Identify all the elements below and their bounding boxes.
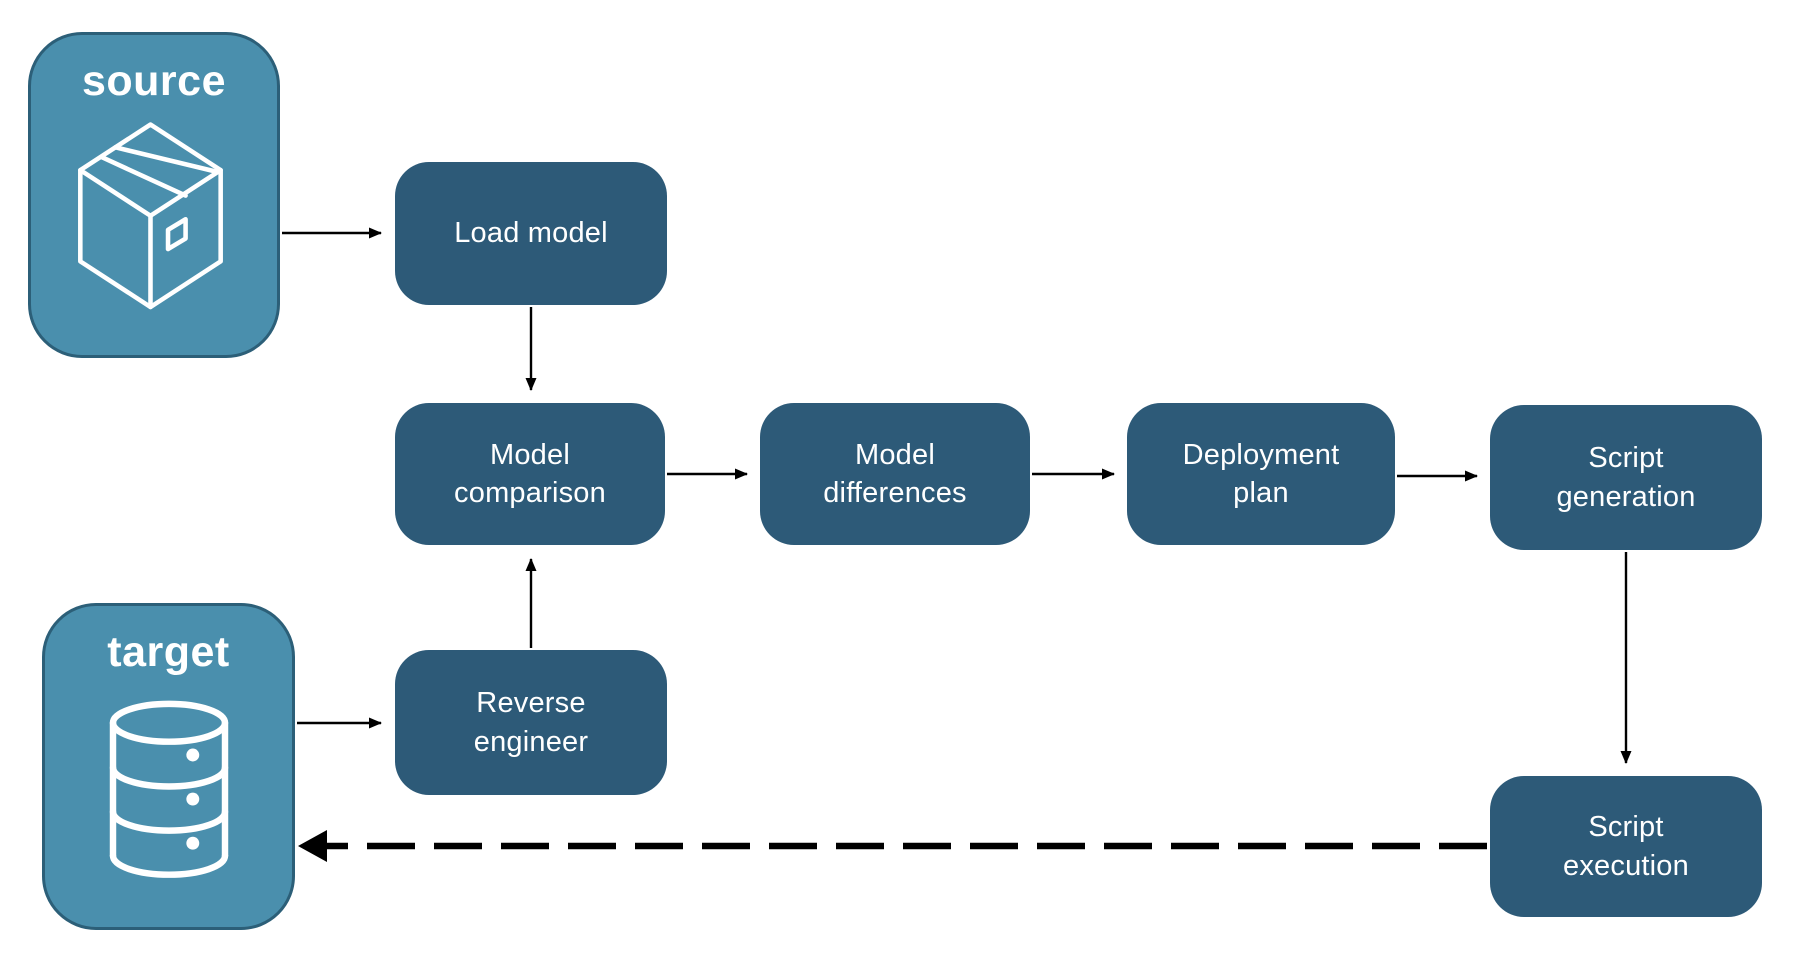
edge-script-execution-to-target-dashed	[298, 830, 1487, 862]
node-load-model: Load model	[395, 162, 667, 305]
node-reverse-engineer: Reverse engineer	[395, 650, 667, 795]
package-box-icon	[66, 114, 242, 314]
source-container: source	[28, 32, 280, 358]
node-script-execution: Script execution	[1490, 776, 1762, 917]
node-model-differences: Model differences	[760, 403, 1030, 545]
source-label: source	[81, 57, 226, 105]
database-icon	[99, 693, 239, 887]
target-container: target	[42, 603, 295, 930]
target-label: target	[107, 628, 230, 676]
node-model-comparison: Model comparison	[395, 403, 665, 545]
node-script-generation: Script generation	[1490, 405, 1762, 550]
node-deployment-plan: Deployment plan	[1127, 403, 1395, 545]
